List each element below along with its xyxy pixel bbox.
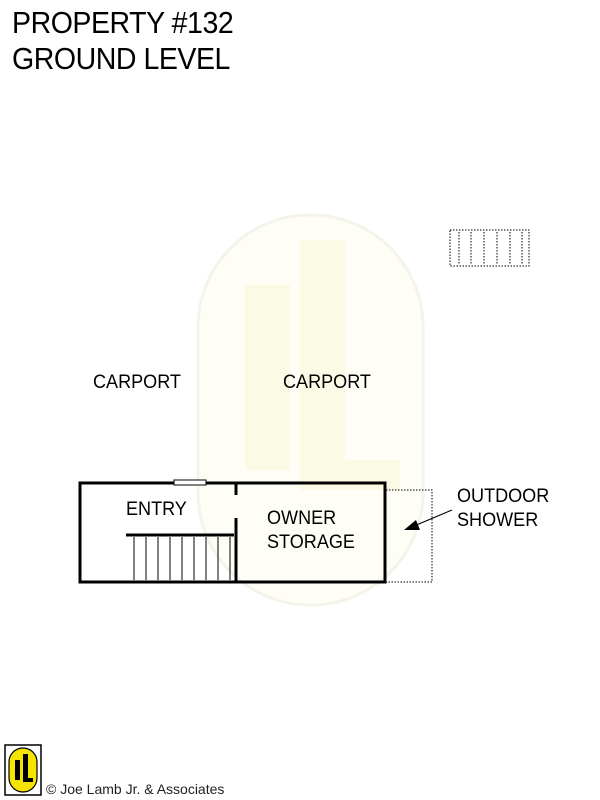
carport-left-label: CARPORT: [93, 372, 181, 393]
property-title: PROPERTY #132: [12, 5, 234, 40]
entry-stairs: [126, 533, 234, 580]
building-walls: [78, 479, 387, 584]
outdoor-shower-label-line1: OUTDOOR: [457, 486, 550, 507]
upper-stairs: [449, 229, 530, 267]
owner-storage-label-line1: OWNER: [267, 508, 337, 529]
shower-arrow: [404, 509, 453, 530]
jl-logo-icon: [4, 744, 42, 796]
outdoor-shower-label-line2: SHOWER: [457, 510, 539, 531]
watermark-logo: [196, 213, 425, 607]
carport-right-label: CARPORT: [283, 372, 371, 393]
owner-storage-label-line2: STORAGE: [267, 532, 355, 553]
entry-label: ENTRY: [126, 499, 187, 520]
copyright-text: © Joe Lamb Jr. & Associates: [46, 781, 225, 797]
level-title: GROUND LEVEL: [12, 41, 230, 76]
